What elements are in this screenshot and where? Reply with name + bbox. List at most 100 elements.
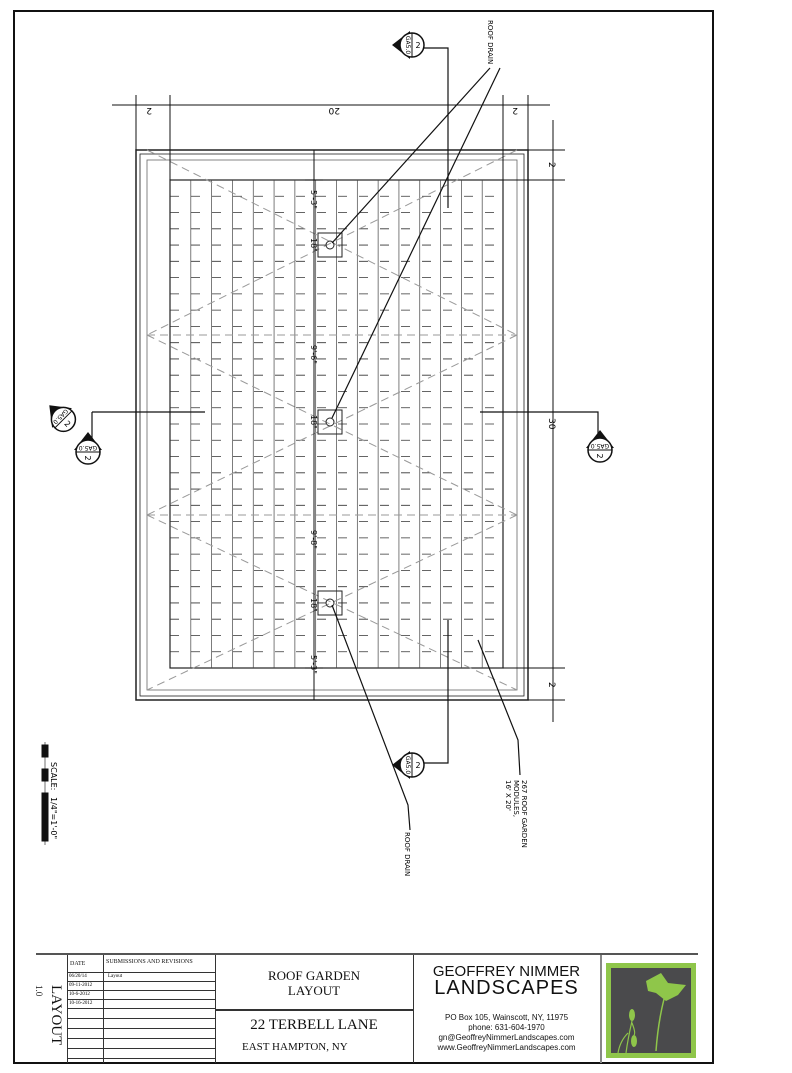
- drain-box: [317, 409, 343, 435]
- revision-desc: [105, 1019, 108, 1028]
- scale-value: 1/4"=1'-0": [49, 797, 58, 839]
- section-marker: GA5.0 2: [392, 31, 425, 59]
- dim-right-bottom: 2: [546, 682, 556, 688]
- scale-bar: [41, 742, 49, 845]
- revision-desc: [105, 1049, 108, 1058]
- roof-plan-drawing: 5'-3"18"9'-6"18"9'-8"18"5'-3" 2 20 2 2 3…: [41, 20, 614, 876]
- project-title-line-1: ROOF GARDEN: [267, 968, 361, 983]
- section-number: 2: [62, 419, 72, 429]
- section-sheet: GA5.0: [404, 36, 411, 54]
- section-number: 2: [415, 41, 420, 50]
- section-marker: GA5.0 2: [74, 432, 102, 465]
- contact-line: www.GeoffreyNimmerLandscapes.com: [437, 1043, 576, 1052]
- address-line-2: EAST HAMPTON, NY: [242, 1041, 348, 1053]
- project-title: ROOF GARDEN LAYOUT: [215, 968, 413, 998]
- revision-date: [67, 1059, 105, 1068]
- revision-row: [67, 1018, 215, 1028]
- roof-drain-label-bottom: ROOF DRAIN: [403, 832, 411, 876]
- date-header: DATE: [70, 961, 86, 967]
- section-sheet: GA5.0: [79, 444, 97, 451]
- top-dimension: [112, 95, 550, 180]
- module-grid: [170, 180, 503, 668]
- revision-date: 06/20/14: [69, 974, 87, 979]
- module-label-3: 16' X 20': [504, 780, 512, 811]
- section-sheet: GA5.0: [404, 756, 411, 774]
- slope-line: [146, 334, 518, 516]
- section-number: 2: [415, 761, 420, 770]
- dim-top-right: 2: [512, 105, 518, 115]
- revision-row: 10-16-2012: [67, 999, 215, 1008]
- revision-row: 06/20/14 Layout: [67, 972, 215, 981]
- dim-right-top: 2: [546, 162, 556, 168]
- revision-date: 09-11-2012: [69, 983, 93, 988]
- revision-row: [67, 1008, 215, 1018]
- slope-line: [146, 149, 518, 336]
- revision-date: 10-6-2012: [69, 992, 90, 997]
- address-line-1: 22 TERBELL LANE: [250, 1017, 378, 1033]
- revision-desc: [105, 982, 108, 990]
- dim-center-label: 18": [309, 238, 318, 252]
- revisions-header: SUBMISSIONS AND REVISIONS: [106, 959, 193, 965]
- section-marker: GA5.0 2: [586, 430, 614, 463]
- revision-row: [67, 1028, 215, 1038]
- revision-desc: [105, 1039, 108, 1048]
- dim-center-label: 5'-3": [309, 190, 318, 209]
- slope-line: [146, 514, 518, 691]
- revision-date: [67, 1039, 105, 1048]
- dim-center-label: 9'-8": [309, 530, 318, 549]
- contact-line: PO Box 105, Wainscott, NY, 11975: [444, 1013, 569, 1022]
- module-label-2: MODULES,: [512, 780, 520, 817]
- roof-drains: [317, 232, 343, 616]
- section-sheet: GA5.0: [591, 442, 609, 449]
- company-name-line-2: LANDSCAPES: [434, 977, 579, 999]
- revision-date: [67, 1029, 105, 1038]
- company-name-line-1: GEOFFREY NIMMER: [432, 963, 581, 980]
- revision-desc: [105, 1029, 108, 1038]
- revision-desc: [105, 1059, 108, 1068]
- slope-line: [146, 149, 518, 336]
- title-block: LAYOUT 1.0 DATE SUBMISSIONS AND REVISION…: [34, 953, 698, 1063]
- contact-line: phone: 631-604-1970: [468, 1023, 545, 1032]
- revision-row: [67, 1058, 215, 1068]
- dim-right-center: 30: [546, 418, 556, 430]
- section-number: 2: [83, 455, 92, 460]
- contact-line: gn@GeoffreyNimmerLandscapes.com: [438, 1033, 575, 1042]
- revision-date: 10-16-2012: [69, 1001, 93, 1006]
- scale-label: SCALE:: [49, 762, 58, 790]
- revisions-table: 06/20/14 Layout 09-11-2012 10-6-2012 10-16-2…: [67, 972, 215, 1068]
- slope-line: [146, 334, 518, 516]
- dim-top-left: 2: [146, 105, 152, 115]
- sheet-number: 1.0: [34, 985, 44, 997]
- dim-center-label: 5'-3": [309, 655, 318, 674]
- revision-desc: [105, 1000, 108, 1008]
- revision-date: [67, 1049, 105, 1058]
- dim-top-center: 20: [328, 105, 340, 115]
- revision-desc: [105, 991, 108, 999]
- section-marker: GA5.0 2: [392, 751, 425, 779]
- section-marker: GA5.02: [49, 405, 77, 433]
- section-number: 2: [595, 453, 604, 458]
- revision-row: [67, 1038, 215, 1048]
- project-title-line-2: LAYOUT: [287, 983, 341, 998]
- revision-row: 09-11-2012: [67, 981, 215, 990]
- revision-date: [67, 1019, 105, 1028]
- revision-desc: Layout: [108, 974, 123, 979]
- center-dimension: [305, 150, 323, 700]
- sheet-title: LAYOUT 1.0: [34, 985, 64, 1055]
- drain-box: [317, 232, 343, 258]
- right-dimension: [503, 120, 565, 722]
- dim-center-label: 9'-6": [309, 345, 318, 364]
- company-logo: [606, 963, 696, 1058]
- company-name: GEOFFREY NIMMER LANDSCAPES: [413, 963, 600, 999]
- revision-desc: [105, 1009, 108, 1018]
- sheet-title-text: LAYOUT: [48, 985, 64, 1046]
- leader-lines: [91, 47, 599, 831]
- module-label-1: 267 ROOF GARDEN: [520, 780, 528, 848]
- revision-row: [67, 1048, 215, 1058]
- drain-box: [317, 590, 343, 616]
- roof-drain-label-top: ROOF DRAIN: [486, 20, 494, 64]
- dim-center-label: 18": [309, 415, 318, 429]
- slope-lines: [146, 149, 518, 691]
- sheet-border: [13, 10, 714, 1064]
